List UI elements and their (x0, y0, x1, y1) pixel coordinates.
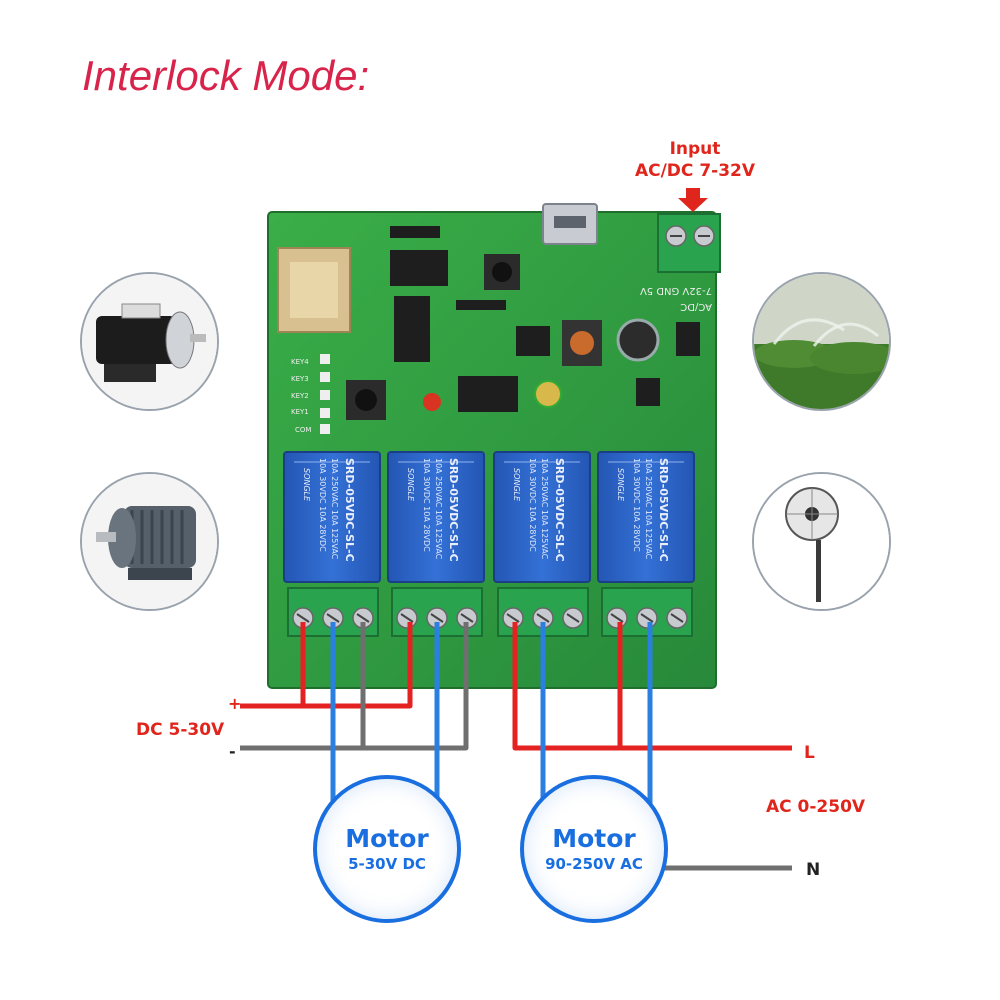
dc-supply-label: DC 5-30V (136, 720, 225, 740)
relay-brand-text: SONGLE (302, 468, 311, 502)
ac-motor: Motor 90-250V AC (520, 775, 668, 923)
input-label-line1: Input (669, 139, 721, 159)
com-label: COM (295, 426, 311, 434)
status-led (423, 393, 441, 411)
ic-chip (516, 326, 550, 356)
relay-rating-text: 10A 30VDC 10A 28VDC (318, 458, 327, 552)
ic-chip (390, 250, 448, 286)
dc-motor-rating: 5-30V DC (348, 855, 426, 873)
ac-supply-label: AC 0-250V (766, 797, 866, 817)
wiring (240, 622, 792, 871)
usb-port-slot (554, 216, 586, 228)
dc-motor-title: Motor (345, 824, 429, 853)
relay-brand-text: SONGLE (512, 468, 521, 502)
terminal-slot (356, 613, 370, 623)
relay-body (283, 451, 381, 583)
ac-motor-rating: 90-250V AC (545, 855, 643, 873)
terminal-slot (506, 613, 520, 623)
ac-motor-photo (80, 472, 219, 611)
terminal-group (287, 587, 693, 637)
relay-brand-text: SONGLE (406, 468, 415, 502)
tact-switch (355, 389, 377, 411)
relay-body (493, 451, 591, 583)
terminal-slot (640, 613, 654, 623)
terminal-slot (430, 613, 444, 623)
relay-rating-text: 10A 30VDC 10A 28VDC (422, 458, 431, 552)
key-pin-row (320, 354, 330, 434)
standing-fan-photo (752, 472, 891, 611)
ic-chip (394, 296, 430, 362)
power-silkscreen: 7-32V GND 5V (640, 285, 712, 296)
relay-rating-text: 10A 250VAC 10A 125VAC (434, 458, 443, 560)
input-label-line2: AC/DC 7-32V (634, 161, 756, 181)
relay-model-text: SRD-05VDC-SL-C (657, 458, 670, 562)
ic-chip (676, 322, 700, 356)
relay-body (387, 451, 485, 583)
input-label: Input AC/DC 7-32V (620, 138, 770, 182)
terminal-slot (296, 613, 310, 623)
terminal-slot (610, 613, 624, 623)
ac-live-label: L (804, 743, 815, 763)
terminal-slot (460, 613, 474, 623)
relay-rating-text: 10A 250VAC 10A 125VAC (330, 458, 339, 560)
ac-live-wire (512, 622, 792, 751)
garden-sprinkler-photo (752, 272, 891, 411)
terminal-slot (536, 613, 550, 623)
power-silkscreen-2: AC/DC (680, 301, 712, 312)
relay-board: KEY4 KEY3 KEY2 KEY1 COM 7-32V GND 5V AC/… (267, 188, 721, 689)
inductor-coil (570, 331, 594, 355)
ic-chip (458, 376, 518, 412)
dc-motor-photo (80, 272, 219, 411)
key2-label: KEY2 (291, 392, 309, 400)
relay-rating-text: 10A 30VDC 10A 28VDC (528, 458, 537, 552)
relay-body (597, 451, 695, 583)
terminal-slot (326, 613, 340, 623)
key3-label: KEY3 (291, 375, 309, 383)
relay-model-text: SRD-05VDC-SL-C (343, 458, 356, 562)
relay-rating-text: 10A 30VDC 10A 28VDC (632, 458, 641, 552)
dc-positive-wire (240, 622, 413, 709)
relay-brand-text: SONGLE (616, 468, 625, 502)
terminal-slot (670, 613, 684, 623)
relay-rating-text: 10A 250VAC 10A 125VAC (540, 458, 549, 560)
relay-rating-text: 10A 250VAC 10A 125VAC (644, 458, 653, 560)
ic-chip (636, 378, 660, 406)
relay-model-text: SRD-05VDC-SL-C (447, 458, 460, 562)
pin-header (456, 300, 506, 310)
key4-label: KEY4 (291, 358, 309, 366)
capacitor (616, 318, 660, 362)
wifi-module-shield (290, 262, 338, 318)
dc-negative-wire (240, 622, 469, 751)
key1-label: KEY1 (291, 408, 309, 416)
tact-switch (492, 262, 512, 282)
pin-header (390, 226, 440, 238)
ac-neutral-label: N (806, 860, 821, 880)
terminal-slot (566, 613, 580, 623)
terminal-slot (400, 613, 414, 623)
dc-plus-label: + (228, 694, 242, 713)
input-arrow-icon (678, 188, 708, 212)
ac-motor-title: Motor (552, 824, 636, 853)
dc-minus-label: - (229, 742, 236, 761)
dc-motor: Motor 5-30V DC (313, 775, 461, 923)
capacitor (534, 380, 562, 408)
terminal-block-4 (601, 587, 693, 637)
page-title: Interlock Mode: (82, 52, 370, 99)
relay-model-text: SRD-05VDC-SL-C (553, 458, 566, 562)
